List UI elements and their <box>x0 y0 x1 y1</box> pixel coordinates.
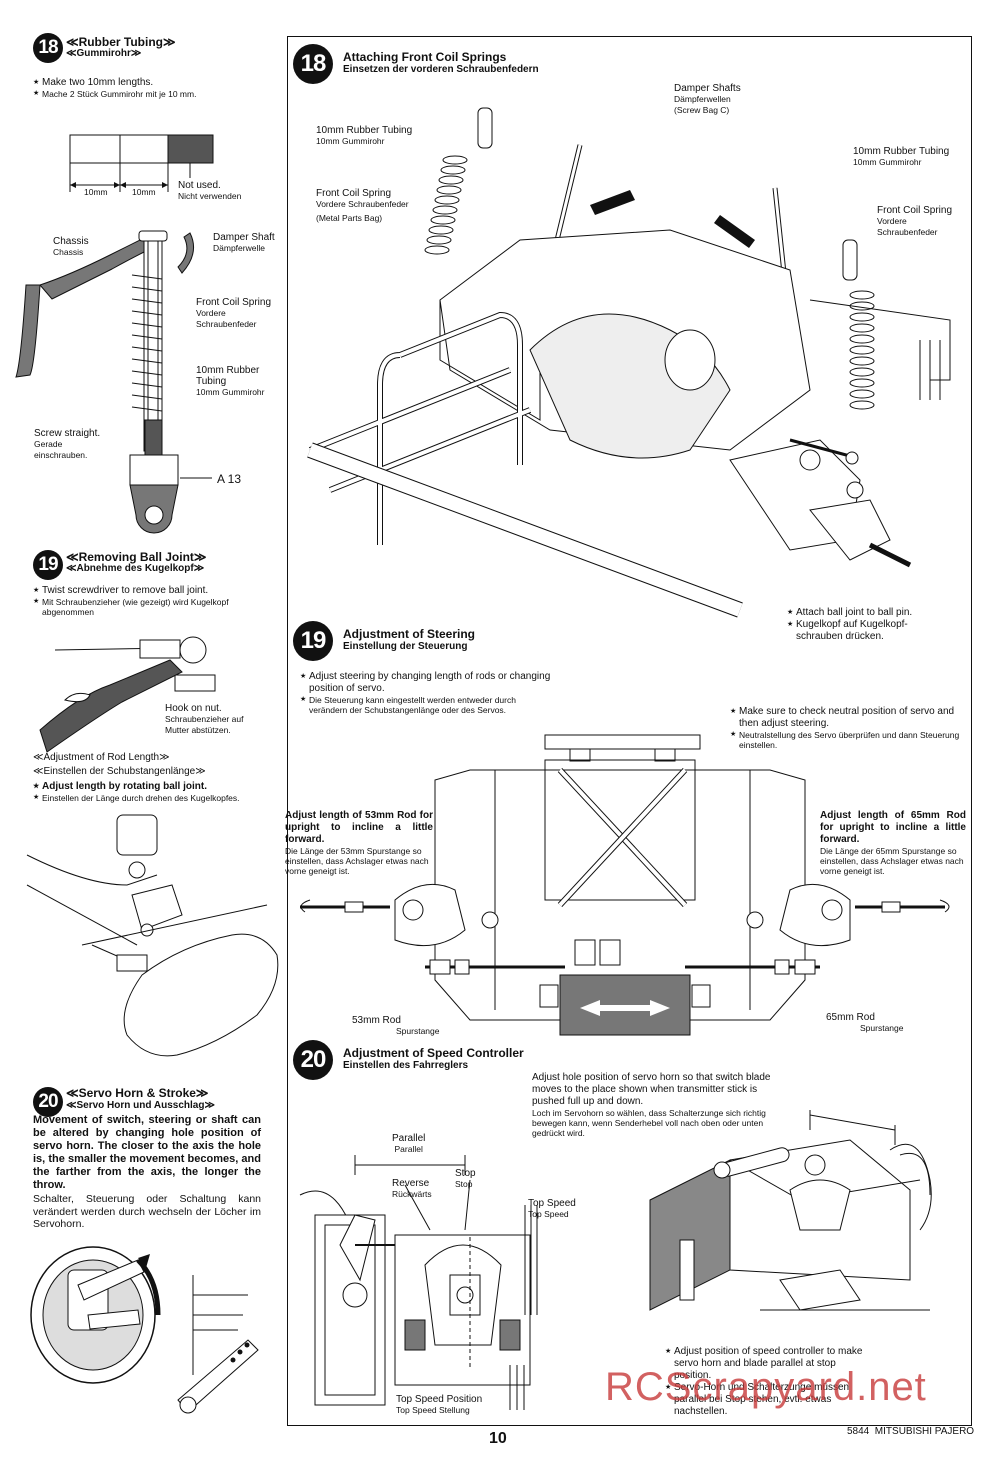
section-title: ≪Removing Ball Joint≫ <box>66 550 207 564</box>
section-title-de: Einsetzen der vorderen Schraubenfedern <box>343 64 539 75</box>
instruction-en: Make sure to check neutral position of s… <box>730 706 960 730</box>
instruction-en: Adjust steering by changing length of ro… <box>300 671 555 695</box>
speed-controller-switch-diagram <box>299 1155 538 1410</box>
step-number-badge: 18 <box>293 44 333 84</box>
servo-horn-body: Movement of switch, steering or shaft ca… <box>33 1114 261 1191</box>
section-title: Adjustment of Steering <box>343 627 476 641</box>
section-title-de: ≪Gummirohr≫ <box>66 48 142 59</box>
speed-controller-intro: Adjust hole position of servo horn so th… <box>532 1072 772 1138</box>
main-instruction-frame <box>287 36 972 1426</box>
servo-horn-stroke-diagram <box>30 1246 259 1414</box>
instruction-de: Servo-Horn und Schalterzunge müssen para… <box>665 1382 870 1418</box>
section-title-de: Einstellung der Steuerung <box>343 641 468 652</box>
speed-controller-adjust-note: Adjust position of speed controller to m… <box>665 1346 870 1418</box>
instruction-de: Die Steuerung kann eingestellt werden en… <box>300 695 555 715</box>
instruction-list: Make two 10mm lengths. Mache 2 Stück Gum… <box>33 77 273 99</box>
instruction-en: Adjust length of 53mm Rod for upright to… <box>285 810 433 845</box>
instruction-list: Adjust length by rotating ball joint. Ei… <box>33 781 263 803</box>
rod-length-title: ≪Adjustment of Rod Length≫ <box>33 752 170 763</box>
instruction-en: Make two 10mm lengths. <box>33 77 273 89</box>
instruction-de: Neutralstellung des Servo überprüfen und… <box>730 730 960 750</box>
section-title: Attaching Front Coil Springs <box>343 50 507 64</box>
step-number-badge: 19 <box>293 621 333 661</box>
steering-adjustment-diagram <box>300 734 950 1036</box>
dimension-label: 10mm <box>132 187 156 197</box>
step-number-badge: 20 <box>293 1040 333 1080</box>
section-title-de: ≪Servo Horn und Ausschlag≫ <box>66 1100 215 1111</box>
instruction-list: Twist screwdriver to remove ball joint. … <box>33 585 263 617</box>
section-title-de: ≪Abnehme des Kugelkopf≫ <box>66 563 205 574</box>
instruction-de: Kugelkopf auf Kugelkopf-schrauben drücke… <box>787 619 937 643</box>
speed-controller-assembly-diagram <box>649 1110 932 1311</box>
watermark-text: RCScrapyard.net <box>605 1365 927 1409</box>
instruction-de: Die Länge der 65mm Spurstange so einstel… <box>820 846 964 876</box>
ball-joint-note: Attach ball joint to ball pin. Kugelkopf… <box>787 607 937 643</box>
ball-joint-removal-diagram <box>39 636 216 753</box>
instruction-en: Adjust length of 65mm Rod for upright to… <box>820 810 966 845</box>
servo-horn-body-de: Schalter, Steuerung oder Schaltung kann … <box>33 1193 261 1230</box>
not-used-label: Not used.Nicht verwenden <box>178 180 242 201</box>
instruction-de: Loch im Servohorn so wählen, dass Schalt… <box>532 1108 766 1138</box>
instruction-de: Mache 2 Stück Gummirohr mit je 10 mm. <box>33 89 273 99</box>
rod-65-note: Adjust length of 65mm Rod for upright to… <box>820 810 966 876</box>
step-number-badge: 18 <box>33 33 63 63</box>
instruction-en: Twist screwdriver to remove ball joint. <box>33 585 263 597</box>
rod-length-title-de: ≪Einstellen der Schubstangenlänge≫ <box>33 766 206 777</box>
step-number-badge: 20 <box>33 1087 63 1117</box>
part-number-label: A 13 <box>217 472 242 486</box>
front-suspension-assembly-diagram <box>307 107 951 618</box>
section-title: Adjustment of Speed Controller <box>343 1046 524 1060</box>
rod-53-note: Adjust length of 53mm Rod for upright to… <box>285 810 433 876</box>
instruction-de: Die Länge der 53mm Spurstange so einstel… <box>285 846 429 876</box>
instruction-en: Adjust length by rotating ball joint. <box>33 781 263 793</box>
instruction-en: Attach ball joint to ball pin. <box>787 607 937 619</box>
section-title: ≪Servo Horn & Stroke≫ <box>66 1086 209 1100</box>
neutral-position-note: Make sure to check neutral position of s… <box>730 706 960 750</box>
page-number: 10 <box>489 1430 507 1447</box>
instruction-en: Adjust hole position of servo horn so th… <box>532 1072 771 1107</box>
footer-model: 5844 MITSUBISHI PAJERO <box>847 1426 975 1437</box>
section-title-de: Einstellen des Fahrreglers <box>343 1060 469 1071</box>
instruction-en: Adjust position of speed controller to m… <box>665 1346 870 1382</box>
screw-straight-label: Screw straight.Gerade einschrauben. <box>34 428 101 460</box>
instruction-de: Einstellen der Länge durch drehen des Ku… <box>33 793 263 803</box>
section-title: ≪Rubber Tubing≫ <box>66 35 176 49</box>
dimension-label: 10mm <box>84 187 108 197</box>
instruction-list: Adjust steering by changing length of ro… <box>300 671 555 715</box>
rod-adjustment-diagram <box>26 814 279 1057</box>
instruction-de: Mit Schraubenzieher (wie gezeigt) wird K… <box>33 597 263 617</box>
tubing-cut-diagram <box>69 134 214 192</box>
damper-shaft-diagram <box>15 230 212 534</box>
step-number-badge: 19 <box>33 550 63 580</box>
hook-on-nut-label: Hook on nut.Schraubenzieher auf Mutter a… <box>165 703 244 735</box>
